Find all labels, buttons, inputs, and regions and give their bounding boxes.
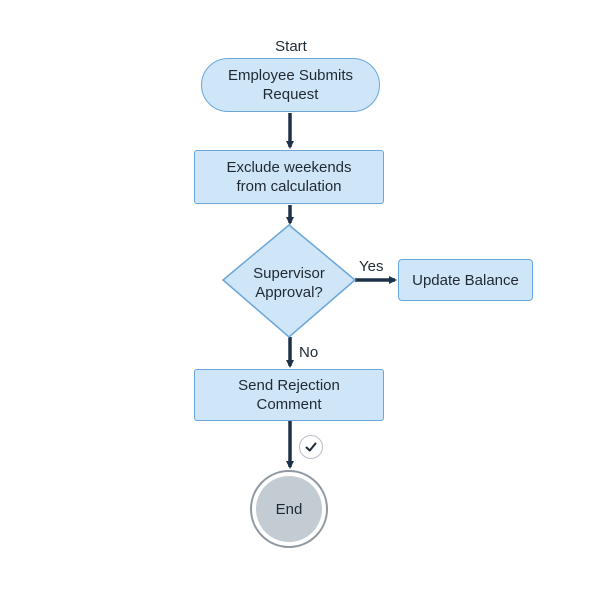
submit-request-line1: Employee Submits xyxy=(227,67,354,84)
edge-label-yes: Yes xyxy=(359,258,384,275)
submit-request-line2: Request xyxy=(262,86,319,103)
start-node-submit-request: Employee Submits Request xyxy=(201,58,380,112)
start-label: Start xyxy=(275,38,307,55)
process-update-balance: Update Balance xyxy=(398,259,533,301)
process-exclude-weekends: Exclude weekends from calculation xyxy=(194,150,384,204)
edge-label-no: No xyxy=(299,344,319,361)
end-label: End xyxy=(275,500,303,518)
exclude-weekends-line1: Exclude weekends xyxy=(226,159,352,176)
process-send-rejection: Send Rejection Comment xyxy=(194,369,384,421)
exclude-weekends-line2: from calculation xyxy=(236,178,342,195)
decision-line2: Approval? xyxy=(255,284,323,301)
check-circle-icon xyxy=(299,435,323,459)
decision-label: Supervisor Approval? xyxy=(236,264,342,302)
decision-line1: Supervisor xyxy=(253,265,325,282)
decision-diamond xyxy=(221,224,357,338)
checkmark-icon xyxy=(305,442,317,452)
update-balance-label: Update Balance xyxy=(412,271,519,289)
end-node xyxy=(256,476,322,542)
send-rejection-label: Send Rejection Comment xyxy=(238,377,340,413)
